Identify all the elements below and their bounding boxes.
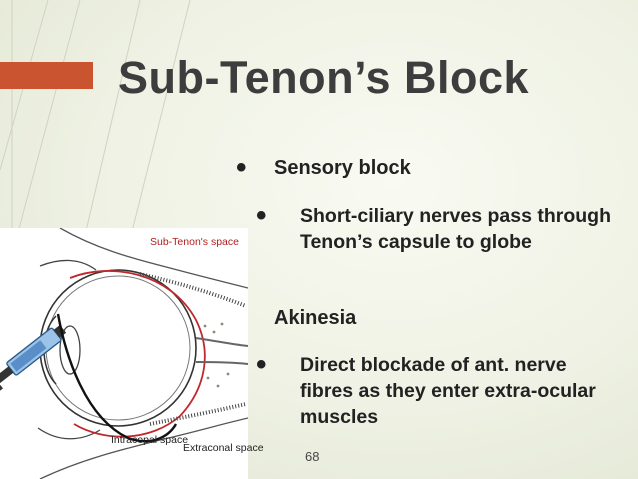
bullet-sensory-block: • Sensory block: [236, 151, 616, 184]
bullet-akinesia: • Akinesia: [236, 303, 616, 333]
bullet-text: Sensory block: [274, 157, 411, 179]
label-extraconal-space: Extraconal space: [183, 442, 264, 454]
bullet-text: Akinesia: [274, 307, 357, 329]
label-intraconal-space: Intracopal space: [111, 434, 189, 446]
eye-anatomy-illustration: [0, 228, 248, 479]
bullet-direct-blockade: • Direct blockade of ant. nerve fibres a…: [256, 348, 616, 430]
label-sub-tenons-space: Sub-Tenon's space: [150, 236, 239, 248]
page-number: 68: [305, 449, 320, 464]
slide-title: Sub-Tenon’s Block: [118, 52, 530, 103]
title-accent-bar: [0, 62, 93, 89]
eye-anatomy-diagram: Sub-Tenon's space Intracopal space Extra…: [0, 228, 264, 479]
bullet-text: Direct blockade of ant. nerve fibres as …: [300, 354, 596, 428]
bullet-marker: •: [236, 151, 247, 184]
bullet-text: Short-ciliary nerves pass through Tenon’…: [300, 205, 612, 253]
bullet-marker: •: [256, 348, 267, 381]
bullet-short-ciliary-nerves: • Short-ciliary nerves pass through Teno…: [256, 199, 616, 255]
bullet-marker: •: [256, 199, 267, 232]
